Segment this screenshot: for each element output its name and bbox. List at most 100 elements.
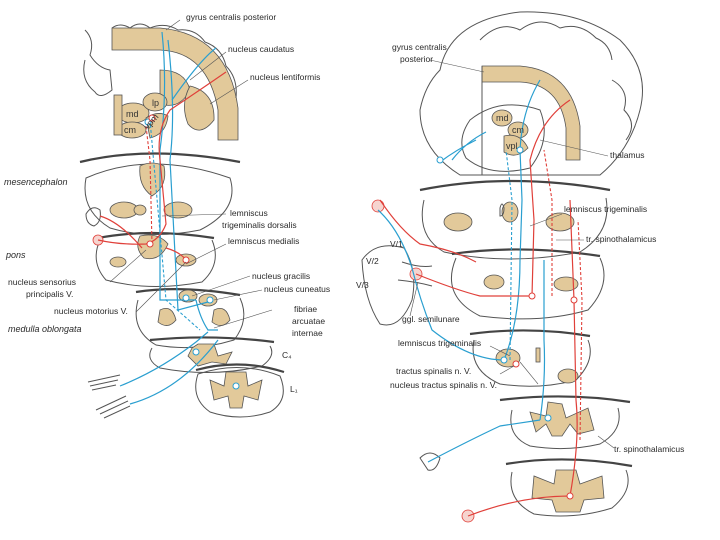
- right-thalamus-md: [491, 109, 513, 127]
- right-red-cell-2: [566, 492, 574, 500]
- left-label-cm: cm: [124, 125, 136, 135]
- left-l1-outline: [195, 367, 284, 418]
- right-ggl-branch: [397, 261, 433, 287]
- left-label-lemn-trig-2: trigeminalis dorsalis: [222, 220, 297, 230]
- right-cord2-top: [505, 458, 633, 468]
- left-blue-cell-4: [192, 348, 200, 356]
- right-cortex: [481, 65, 581, 161]
- left-label-sensorius-1: nucleus sensorius: [8, 277, 76, 287]
- left-substantia-right: [163, 201, 193, 219]
- left-blue-path-3: [149, 119, 201, 331]
- left-red-cell-2: [182, 256, 190, 264]
- left-label-lentiformis: nucleus lentiformis: [250, 72, 320, 82]
- right-face-outline: [361, 245, 415, 326]
- left-label-lemn-trig-1: lemniscus: [230, 208, 268, 218]
- left-label-mesencephalon: mesencephalon: [4, 177, 68, 187]
- left-label-pons: pons: [5, 250, 26, 260]
- left-lead-lemn-med: [185, 243, 227, 265]
- left-blue-path-7: [171, 47, 217, 101]
- right-receptor-bottom: [419, 452, 441, 471]
- left-label-cuneatus: nucleus cuneatus: [264, 284, 330, 294]
- left-pons-top: [97, 231, 215, 240]
- left-pons-small: [109, 256, 127, 268]
- left-face-receptor: [85, 207, 101, 227]
- right-blue-cell-4: [436, 156, 444, 164]
- right-label-nucleus-tractus: nucleus tractus spinalis n. V.: [390, 380, 497, 390]
- left-blue-path-4: [119, 331, 209, 387]
- right-mesen-top: [419, 179, 611, 192]
- right-medulla-nuc-r: [557, 368, 579, 384]
- right-lead-ggl: [409, 281, 419, 317]
- left-thalamus-lp: [142, 92, 168, 112]
- right-cord1-gray: [529, 401, 595, 437]
- left-label-fibriae-1: fibriae: [294, 304, 317, 314]
- left-red-cell-3: [148, 114, 156, 122]
- left-red-path-1: [97, 71, 227, 245]
- right-blue-path-2: [503, 79, 541, 361]
- right-cord2-gray: [531, 469, 605, 513]
- left-c4-gray: [187, 343, 233, 367]
- right-blue-path-6: [539, 260, 546, 421]
- left-label-gracilis: nucleus gracilis: [252, 271, 310, 281]
- left-red-cell-1: [146, 240, 154, 248]
- right-cord2-outline: [510, 469, 629, 517]
- right-label-lemn-trig: lemniscus trigeminalis: [564, 204, 647, 214]
- right-label-cm: cm: [512, 125, 524, 135]
- left-blue-path-5: [129, 339, 219, 405]
- left-label-medulla: medulla oblongata: [8, 324, 82, 334]
- right-label-tractus: tractus spinalis n. V.: [396, 366, 471, 376]
- right-red-path-5: [577, 219, 583, 441]
- left-panel: gyrus centralis posterior nucleus caudat…: [4, 12, 330, 419]
- left-medulla-olive-l: [157, 307, 177, 326]
- left-label-l1: L₁: [290, 384, 298, 394]
- right-lead-thalamus: [539, 139, 609, 157]
- right-pons-top: [451, 248, 601, 258]
- right-label-tr-spino-1: tr. spinothalamicus: [586, 234, 656, 244]
- left-c4-top: [149, 336, 275, 344]
- left-blue-path-2: [167, 39, 209, 311]
- left-label-lemn-med: lemniscus medialis: [228, 236, 299, 246]
- right-hemisphere-outline: [419, 11, 643, 176]
- right-label-gyrus-2: posterior: [400, 54, 433, 64]
- right-blue-path-5: [439, 131, 487, 163]
- right-label-thalamus: thalamus: [610, 150, 645, 160]
- left-lead-fibriae: [213, 309, 273, 329]
- left-blue-path-1: [159, 31, 196, 301]
- right-cord1-top: [499, 395, 631, 404]
- left-label-motorius: nucleus motorius V.: [54, 306, 128, 316]
- right-blue-cell-3: [544, 414, 552, 422]
- right-panel: gyrus centralis posterior md cm vpl thal…: [356, 11, 684, 523]
- left-label-md: md: [126, 109, 139, 119]
- left-receptor-c4: [87, 374, 121, 391]
- right-cord1-outline: [510, 407, 620, 450]
- left-blue-cell-1: [182, 294, 190, 302]
- left-label-gyrus: gyrus centralis posterior: [186, 12, 276, 22]
- right-blue-cell-2: [516, 146, 524, 154]
- left-lead-lentiformis: [209, 79, 249, 105]
- left-nucleus-sensorius: [137, 234, 169, 260]
- right-label-v1: V/1: [390, 239, 403, 249]
- left-label-caudatus: nucleus caudatus: [228, 44, 294, 54]
- left-label-c4: C₄: [282, 350, 292, 360]
- right-label-v2: V/2: [366, 256, 379, 266]
- right-mesen-nuc-r: [545, 212, 575, 232]
- left-lead-gracilis: [191, 275, 251, 297]
- left-l1-top: [195, 363, 285, 374]
- right-red-path-1: [415, 99, 571, 297]
- right-medulla-mid: [535, 347, 541, 363]
- right-lead-tr-spino-2: [597, 435, 615, 449]
- right-red-cell-3: [570, 296, 578, 304]
- left-label-sensorius-2: principalis V.: [26, 289, 73, 299]
- right-label-v3: V/3: [356, 280, 369, 290]
- left-label-fibriae-2: arcuatae: [292, 316, 325, 326]
- right-pons-nuc-r: [553, 276, 579, 292]
- left-lead-cuneatus: [213, 289, 263, 301]
- right-lead-nucleus-tractus: [519, 361, 539, 385]
- right-lead-tractus: [499, 365, 515, 375]
- left-red-path-3: [145, 125, 153, 245]
- left-label-fibriae-3: internae: [292, 328, 323, 338]
- left-blue-cell-5: [232, 382, 240, 390]
- right-label-md: md: [496, 113, 509, 123]
- left-blue-cell-2: [206, 296, 214, 304]
- left-midline-column: [113, 94, 123, 136]
